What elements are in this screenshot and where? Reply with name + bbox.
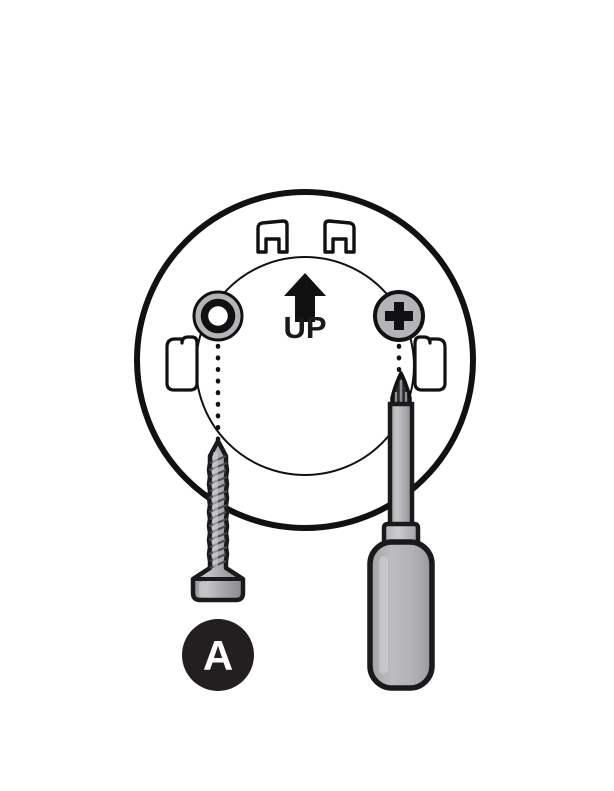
side-mounting-slots	[165, 335, 447, 392]
hole-bore	[200, 298, 236, 334]
part-label-badge-a: A	[182, 619, 254, 691]
up-label: UP	[283, 310, 326, 345]
badge-letter: A	[203, 632, 233, 679]
round-mounting-plate: UP	[134, 189, 476, 531]
installed-screw-head	[373, 290, 425, 342]
screw-shaft-highlight	[213, 452, 218, 567]
screw-head-highlight	[199, 582, 206, 597]
top-slot-left	[256, 219, 289, 254]
top-mounting-slots	[256, 219, 356, 254]
phillips-screwdriver	[367, 371, 435, 691]
side-slot-left	[165, 335, 199, 392]
up-arrow-shape	[284, 273, 326, 322]
badge-circle	[182, 619, 254, 691]
screwdriver-handle-highlight	[379, 556, 388, 674]
empty-screw-hole	[192, 290, 244, 342]
up-arrow-icon	[284, 273, 326, 322]
mounting-screw	[190, 438, 246, 603]
phillips-cross-icon	[385, 302, 413, 330]
top-slot-right	[323, 219, 356, 254]
screwdriver-shank	[387, 401, 415, 529]
side-slot-right	[413, 335, 447, 392]
